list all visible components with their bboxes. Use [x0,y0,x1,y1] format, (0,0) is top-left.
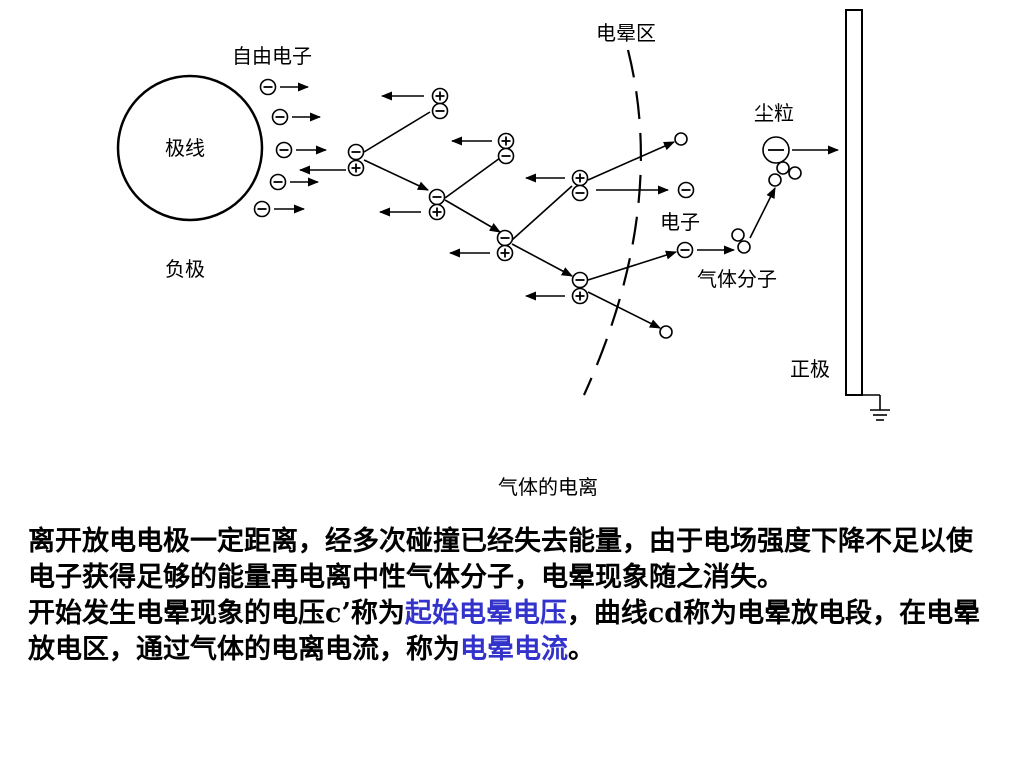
explanation-text: 离开放电电极一定距离，经多次碰撞已经失去能量，由于电场强度下降不足以使电子获得足… [28,524,998,668]
corona-zone-boundary [582,49,642,396]
label-pole: 极线 [165,136,205,160]
paragraph-2-part2: ，曲线cd称为电晕放电段，在电晕放电区，通过气体的电离电流，称为 [28,598,981,665]
label-positive-pole: 正极 [790,357,830,381]
paragraph-2-part3: 。 [568,634,595,665]
label-dust: 尘粒 [754,101,794,125]
free-electrons [253,78,328,218]
ionization-cascade [347,87,688,339]
highlight-corona-current: 电晕电流 [460,634,568,665]
highlight-onset-corona-voltage: 起始电晕电压 [404,598,567,629]
gas-ionization-diagram: 极线 负极 自由电子 [116,9,890,499]
negative-electrode-circle [116,74,264,222]
paragraph-2-part1: 开始发生电晕现象的电压c’称为 [28,598,405,629]
ground-symbol [862,394,890,421]
label-gas-molecule: 气体分子 [697,267,777,291]
label-negative-pole: 负极 [165,257,205,281]
figure-caption: 气体的电离 [498,475,598,499]
label-free-electron: 自由电子 [232,44,312,68]
paragraph-2: 开始发生电晕现象的电压c’称为起始电晕电压，曲线cd称为电晕放电段，在电晕放电区… [28,596,998,668]
label-corona-zone: 电晕区 [596,21,656,45]
label-electron: 电子 [660,210,700,234]
positive-electrode-plate [845,9,863,396]
paragraph-1: 离开放电电极一定距离，经多次碰撞已经失去能量，由于电场强度下降不足以使电子获得足… [28,526,973,593]
